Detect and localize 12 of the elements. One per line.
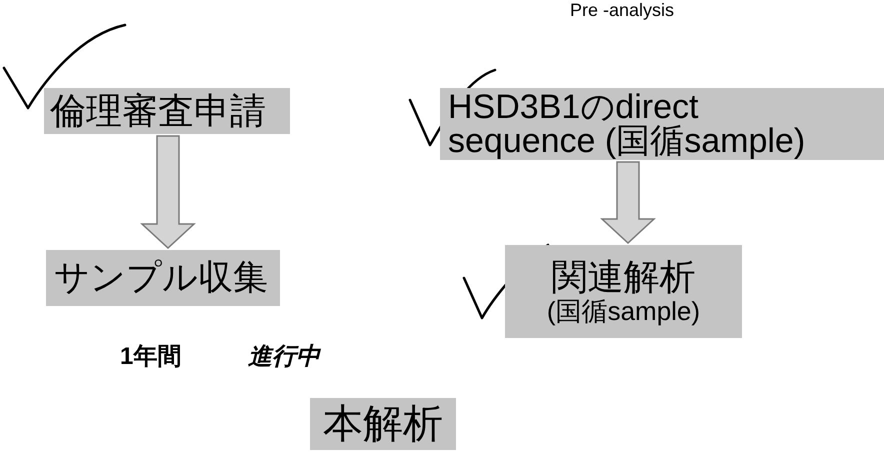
block-arrow [600, 161, 656, 244]
status-label: 進行中 [248, 342, 320, 372]
collection-box: サンプル収集 [46, 250, 280, 306]
application-box: 倫理審査申請 [44, 88, 290, 134]
box-subtitle: (国循sample) [546, 297, 702, 328]
note-label: Pre -analysis [570, 0, 674, 21]
sequencing-box: HSD3B1のdirect sequence (国循sample) [440, 88, 884, 160]
duration-label: 1年間 [120, 342, 182, 372]
analysis-box [505, 245, 742, 338]
main-analysis-box: 本解析 [310, 398, 456, 450]
block-arrow [140, 135, 196, 250]
box-title: 関連解析 [550, 256, 696, 298]
